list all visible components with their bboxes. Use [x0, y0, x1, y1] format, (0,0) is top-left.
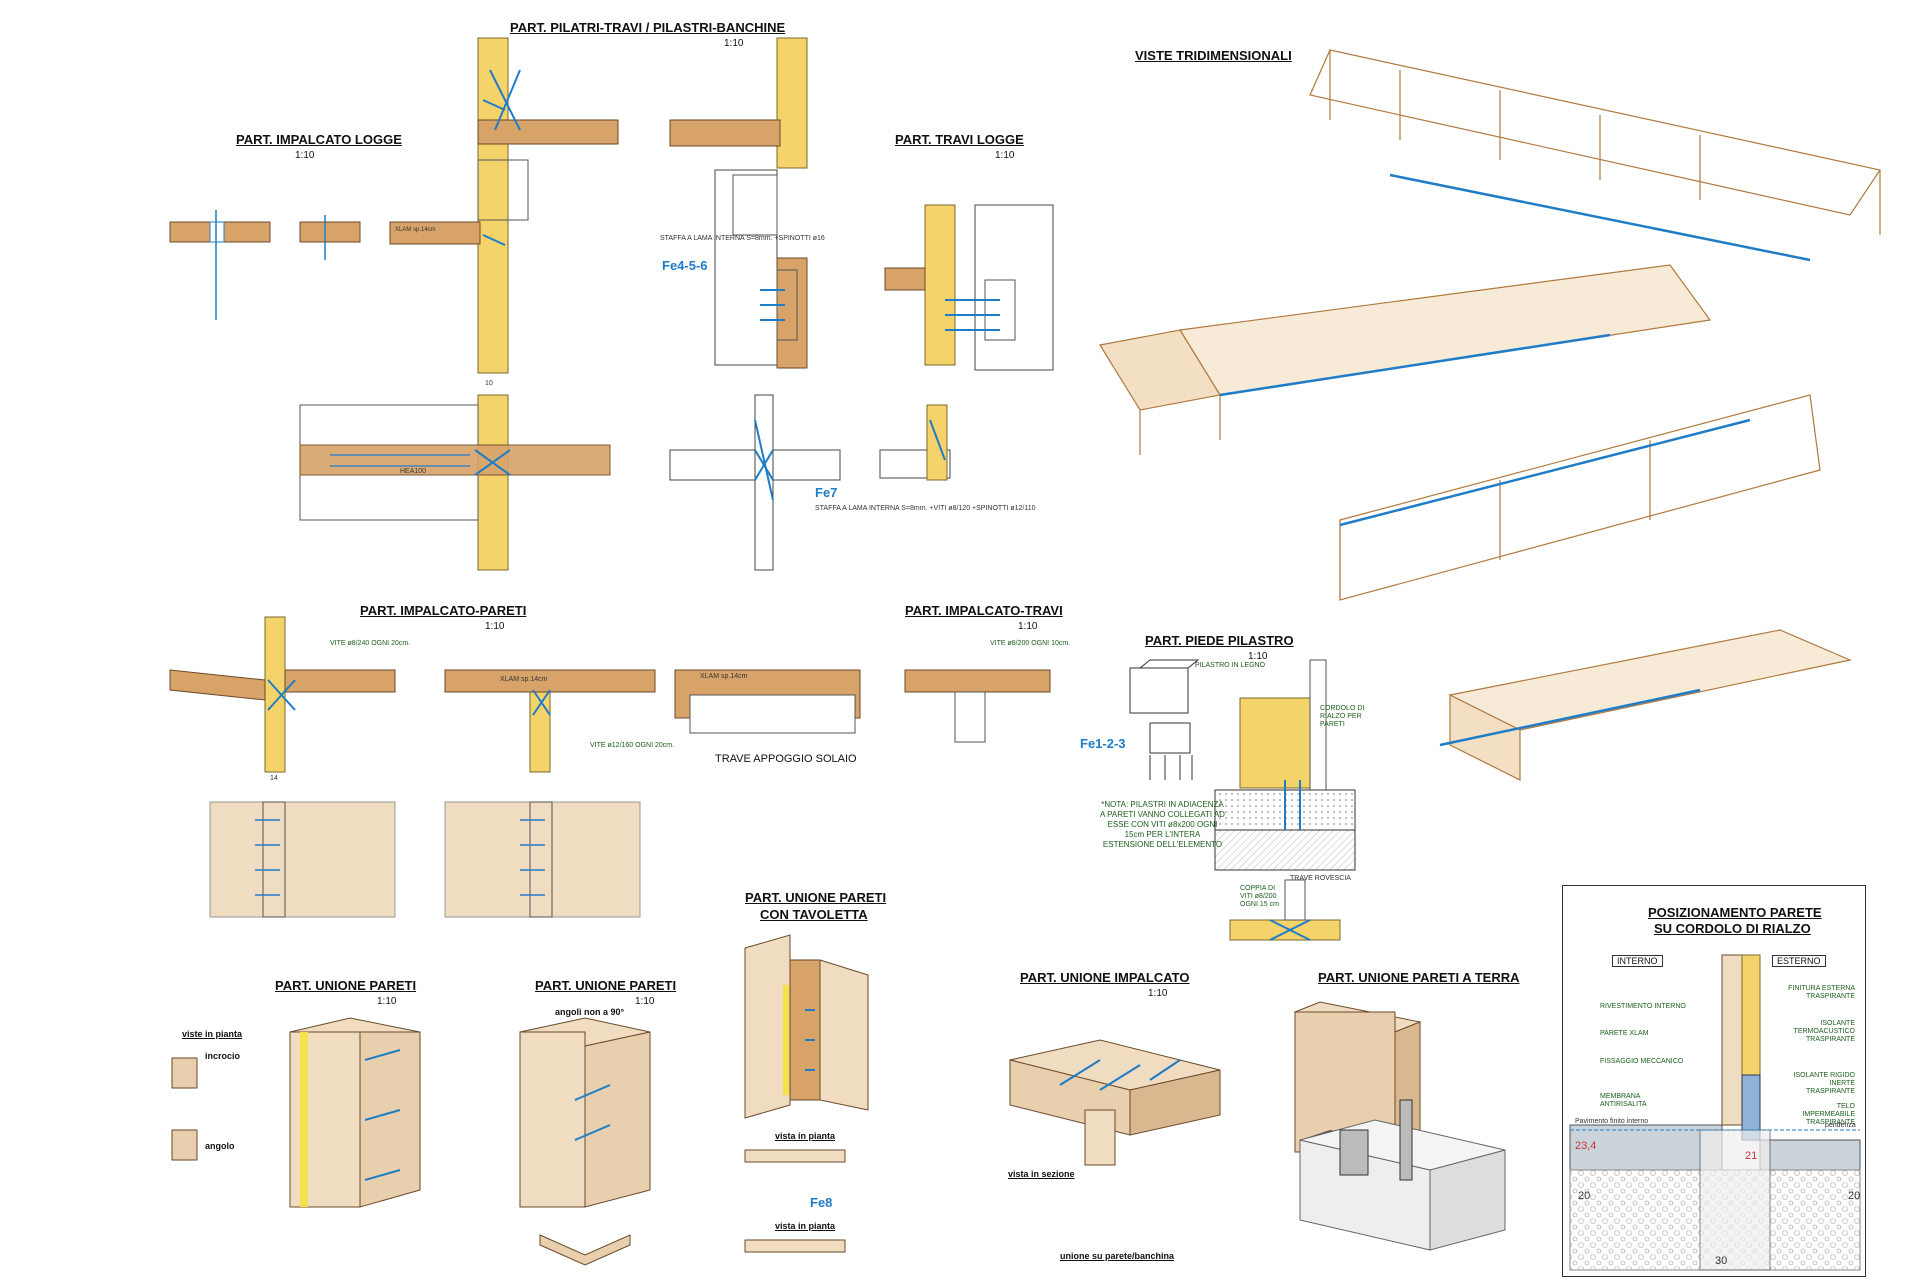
- label-hea100: HEA100: [400, 468, 427, 475]
- label-pilastro-legno: PILASTRO IN LEGNO: [1195, 662, 1266, 669]
- label-telo: TELO IMPERMEABILE TRASPIRANTE: [1802, 1103, 1855, 1126]
- scale-unione-pareti-b: 1:10: [635, 996, 655, 1007]
- detail-pilastri-travi: [299, 37, 619, 571]
- title-posizionamento-2: SU CORDOLO DI RIALZO: [1654, 921, 1811, 936]
- label-fissaggio: FISSAGGIO MECCANICO: [1600, 1058, 1684, 1065]
- label-unione-parete-banchina: unione su parete/banchina: [1060, 1251, 1175, 1261]
- title-piede-pilastro: PART. PIEDE PILASTRO: [1145, 633, 1294, 648]
- code-fe456: Fe4-5-6: [662, 258, 708, 273]
- label-vista-pianta-2: vista in pianta: [775, 1221, 836, 1231]
- detail-unione-pareti-tavoletta: [744, 934, 869, 1253]
- detail-unione-pareti-a: [171, 1017, 421, 1208]
- scale-unione-impalcato: 1:10: [1148, 988, 1168, 999]
- label-angoli-non-90: angoli non a 90°: [555, 1007, 625, 1017]
- label-incrocio: incrocio: [205, 1051, 241, 1061]
- scale-unione-pareti-a: 1:10: [377, 996, 397, 1007]
- label-parete-xlam: PARETE XLAM: [1600, 1030, 1649, 1037]
- title-pilastri-travi: PART. PILATRI-TRAVI / PILASTRI-BANCHINE: [510, 20, 786, 35]
- dim-20b: 20: [1848, 1190, 1861, 1202]
- title-unione-tavoletta-1: PART. UNIONE PARETI: [745, 890, 887, 905]
- code-fe8: Fe8: [810, 1195, 833, 1210]
- label-isolante-termo: ISOLANTE TERMOACUSTICO TRASPIRANTE: [1793, 1020, 1855, 1043]
- label-xlam-3: XLAM sp.14cm: [700, 673, 748, 680]
- detail-unione-impalcato: [1009, 1039, 1221, 1166]
- label-angolo: angolo: [205, 1141, 235, 1151]
- label-vite-12-160: VITE ø12/160 OGNI 20cm.: [590, 742, 675, 749]
- title-impalcato-pareti: PART. IMPALCATO-PARETI: [360, 603, 527, 618]
- code-fe7: Fe7: [815, 485, 838, 500]
- title-viste-3d: VISTE TRIDIMENSIONALI: [1135, 48, 1292, 63]
- scale-impalcato-pareti: 1:10: [485, 621, 505, 632]
- dim-23: 23,4: [1575, 1140, 1597, 1152]
- dim-20a: 20: [1578, 1190, 1591, 1202]
- label-vista-pianta-1: vista in pianta: [775, 1131, 836, 1141]
- scale-piede-pilastro: 1:10: [1248, 651, 1268, 662]
- label-trave-appoggio: TRAVE APPOGGIO SOLAIO: [715, 753, 857, 765]
- label-trave-rovescia: TRAVE ROVESCIA: [1290, 875, 1351, 882]
- label-pendenza: pendenza: [1825, 1122, 1856, 1129]
- title-unione-pareti-b: PART. UNIONE PARETI: [535, 978, 677, 993]
- label-esterno: ESTERNO: [1772, 955, 1826, 967]
- scale-travi-logge: 1:10: [995, 150, 1015, 161]
- label-cordolo: CORDOLO DI RIALZO PER PARETI: [1320, 705, 1365, 728]
- label-staffa2: STAFFA A LAMA INTERNA S=8mm. +VITI ø8/12…: [815, 505, 1036, 512]
- label-coppia-viti: COPPIA DI VITI ø8/200 OGNI 15 cm: [1240, 885, 1279, 908]
- detail-travi-logge: [669, 37, 1054, 571]
- label-viste-pianta: viste in pianta: [182, 1029, 243, 1039]
- scale-pilastri-travi: 1:10: [724, 38, 744, 49]
- label-xlam-1: XLAM sp.14cm: [395, 227, 436, 233]
- frame-posizionamento: [1562, 885, 1866, 1277]
- label-nota: *NOTA: PILASTRI IN ADIACENZA A PARETI VA…: [1100, 800, 1225, 849]
- title-unione-pareti-a: PART. UNIONE PARETI: [275, 978, 417, 993]
- detail-posizionamento: [1569, 954, 1861, 1271]
- scale-impalcato-travi: 1:10: [1018, 621, 1038, 632]
- label-vista-sezione: vista in sezione: [1008, 1169, 1075, 1179]
- label-staffa: STAFFA A LAMA INTERNA S=8mm. +SPINOTTI ø…: [660, 235, 825, 242]
- label-pavimento: Pavimento finito interno: [1575, 1118, 1649, 1125]
- label-vite-8-240: VITE ø8/240 OGNI 20cm.: [330, 640, 411, 647]
- title-unione-pareti-terra: PART. UNIONE PARETI A TERRA: [1318, 970, 1520, 985]
- view-3d-1: [1309, 49, 1881, 262]
- code-fe123: Fe1-2-3: [1080, 736, 1126, 751]
- label-finitura: FINITURA ESTERNA TRASPIRANTE: [1788, 985, 1855, 1000]
- title-impalcato-travi: PART. IMPALCATO-TRAVI: [905, 603, 1063, 618]
- dim-14-a: 14: [270, 775, 278, 782]
- detail-impalcato-pareti: [169, 616, 1051, 918]
- detail-impalcato-logge: [169, 210, 361, 320]
- label-vite-8-200: VITE ø8/200 OGNI 10cm.: [990, 640, 1071, 647]
- title-travi-logge: PART. TRAVI LOGGE: [895, 132, 1024, 147]
- dim-21: 21: [1745, 1150, 1758, 1162]
- title-unione-tavoletta-2: CON TAVOLETTA: [760, 907, 868, 922]
- dim-30: 30: [1715, 1255, 1728, 1267]
- label-membrana: MEMBRANA ANTIRISALITA: [1600, 1093, 1647, 1108]
- scale-impalcato-logge: 1:10: [295, 150, 315, 161]
- view-3d-4: [1439, 629, 1852, 781]
- detail-unione-pareti-terra: [1293, 1001, 1506, 1251]
- title-unione-impalcato: PART. UNIONE IMPALCATO: [1020, 970, 1190, 985]
- title-impalcato-logge: PART. IMPALCATO LOGGE: [236, 132, 402, 147]
- title-posizionamento-1: POSIZIONAMENTO PARETE: [1648, 905, 1822, 920]
- dim-10-a: 10: [485, 380, 493, 387]
- detail-piede-pilastro: [1129, 659, 1356, 941]
- label-xlam-2: XLAM sp.14cm: [500, 676, 548, 683]
- view-3d-2: [1099, 264, 1712, 455]
- label-rivestimento: RIVESTIMENTO INTERNO: [1600, 1003, 1686, 1010]
- view-3d-3: [1339, 394, 1821, 601]
- label-isolante-rigido: ISOLANTE RIGIDO INERTE TRASPIRANTE: [1793, 1072, 1855, 1095]
- label-interno: INTERNO: [1612, 955, 1663, 967]
- detail-unione-pareti-b: [519, 1017, 651, 1266]
